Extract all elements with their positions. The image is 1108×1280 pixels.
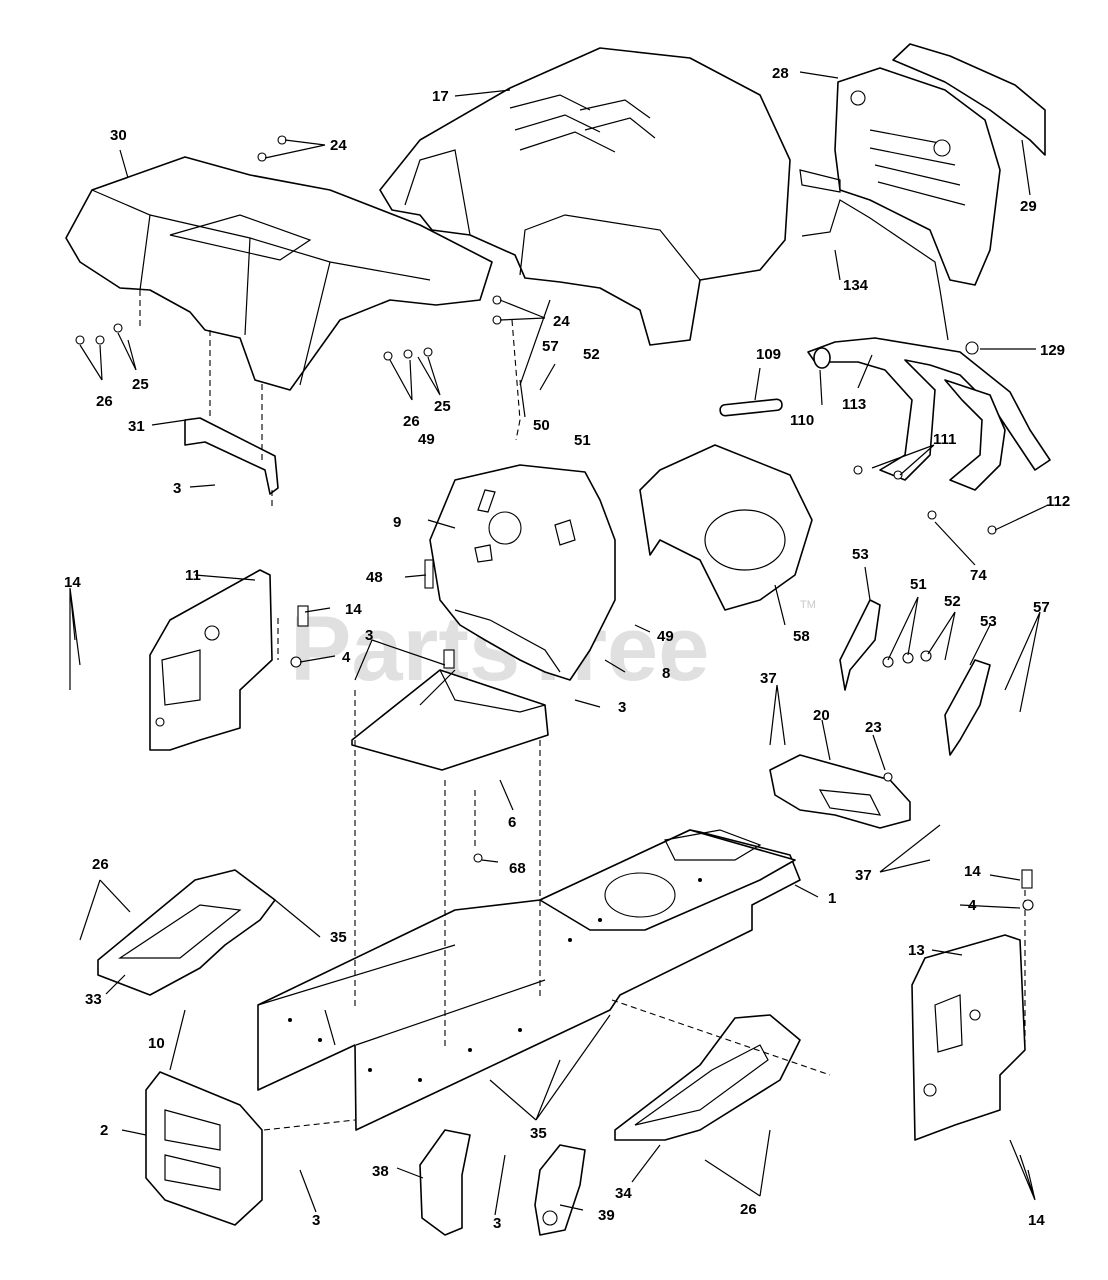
callout-34: 34 <box>615 1185 632 1202</box>
part-110-spacer <box>813 347 831 369</box>
callout-26: 26 <box>96 393 113 410</box>
callout-11: 11 <box>185 567 201 584</box>
callout-57: 57 <box>1033 599 1050 616</box>
callout-68: 68 <box>509 860 526 877</box>
callout-129: 129 <box>1040 342 1065 359</box>
callout-29: 29 <box>1020 198 1037 215</box>
callout-39: 39 <box>598 1207 615 1224</box>
part-53-plate-a <box>839 599 881 691</box>
callout-50: 50 <box>533 417 550 434</box>
callout-49: 49 <box>418 431 435 448</box>
callout-26: 26 <box>92 856 109 873</box>
watermark-trademark: TM <box>800 599 816 611</box>
part-29-grille-cap <box>892 43 1046 156</box>
callout-24: 24 <box>330 137 347 154</box>
callout-10: 10 <box>148 1035 165 1052</box>
callout-3: 3 <box>493 1215 501 1232</box>
callout-49: 49 <box>657 628 674 645</box>
callout-52: 52 <box>944 593 961 610</box>
callout-labels: 1 2 3 3 3 3 3 4 4 6 8 9 10 11 13 14 14 1… <box>64 65 1070 1232</box>
part-17-hood <box>379 47 791 346</box>
part-11-left-panel <box>149 569 273 751</box>
callout-112: 112 <box>1046 493 1070 510</box>
callout-31: 31 <box>128 418 145 435</box>
part-31-bracket <box>184 417 279 495</box>
callout-1: 1 <box>828 890 836 907</box>
callout-74: 74 <box>970 567 987 584</box>
callout-30: 30 <box>110 127 127 144</box>
assembly-lines <box>139 290 1026 1131</box>
callout-37: 37 <box>855 867 872 884</box>
callout-14: 14 <box>345 601 362 618</box>
part-13-right-panel <box>911 934 1026 1141</box>
callout-110: 110 <box>790 412 814 429</box>
callout-53: 53 <box>852 546 869 563</box>
callout-48: 48 <box>366 569 383 586</box>
part-134-rod <box>801 199 949 341</box>
part-33-left-footrest <box>97 869 276 996</box>
callout-28: 28 <box>772 65 789 82</box>
part-30-rear-fender <box>65 156 493 391</box>
part-113-bumper <box>807 337 1051 491</box>
callout-13: 13 <box>908 942 925 959</box>
part-38-bracket <box>419 1129 471 1236</box>
callout-17: 17 <box>432 88 449 105</box>
callout-14: 14 <box>964 863 981 880</box>
part-34-right-footrest <box>614 1014 801 1141</box>
callout-109: 109 <box>756 346 781 363</box>
callout-14: 14 <box>64 574 81 591</box>
part-1-frame <box>257 829 801 1131</box>
callout-9: 9 <box>393 514 401 531</box>
callout-52: 52 <box>583 346 600 363</box>
callout-33: 33 <box>85 991 102 1008</box>
part-6-plate <box>351 669 549 771</box>
callout-20: 20 <box>813 707 830 724</box>
callout-3: 3 <box>618 699 626 716</box>
callout-35: 35 <box>330 929 347 946</box>
part-58-tray <box>639 444 813 611</box>
callout-58: 58 <box>793 628 810 645</box>
callout-53: 53 <box>980 613 997 630</box>
callout-23: 23 <box>865 719 882 736</box>
part-2-front-bracket <box>145 1071 263 1226</box>
callout-6: 6 <box>508 814 516 831</box>
callout-51: 51 <box>910 576 927 593</box>
callout-2: 2 <box>100 1122 108 1139</box>
part-53-plate-b <box>944 659 991 756</box>
part-109-bar <box>719 398 783 417</box>
callout-25: 25 <box>132 376 149 393</box>
callout-3: 3 <box>312 1212 320 1229</box>
leader-lines <box>69 71 1049 1216</box>
callout-111: 111 <box>933 431 956 448</box>
callout-113: 113 <box>842 396 866 413</box>
part-9-dash-panel <box>429 464 616 681</box>
callout-57: 57 <box>542 338 559 355</box>
callout-26: 26 <box>740 1201 757 1218</box>
callout-37: 37 <box>760 670 777 687</box>
hardware <box>75 135 1034 911</box>
callout-26: 26 <box>403 413 420 430</box>
callout-4: 4 <box>968 897 977 914</box>
part-20-bracket <box>769 754 911 829</box>
callout-25: 25 <box>434 398 451 415</box>
part-39-bracket <box>534 1144 586 1236</box>
callout-134: 134 <box>843 277 869 294</box>
callout-3: 3 <box>173 480 181 497</box>
part-28-grille <box>799 67 1001 286</box>
callout-51: 51 <box>574 432 591 449</box>
callout-24: 24 <box>553 313 570 330</box>
callout-38: 38 <box>372 1163 389 1180</box>
callout-4: 4 <box>342 649 351 666</box>
callout-8: 8 <box>662 665 670 682</box>
callout-14: 14 <box>1028 1212 1045 1229</box>
callout-35: 35 <box>530 1125 547 1142</box>
part-129-washer <box>965 341 979 355</box>
callout-3: 3 <box>365 627 373 644</box>
